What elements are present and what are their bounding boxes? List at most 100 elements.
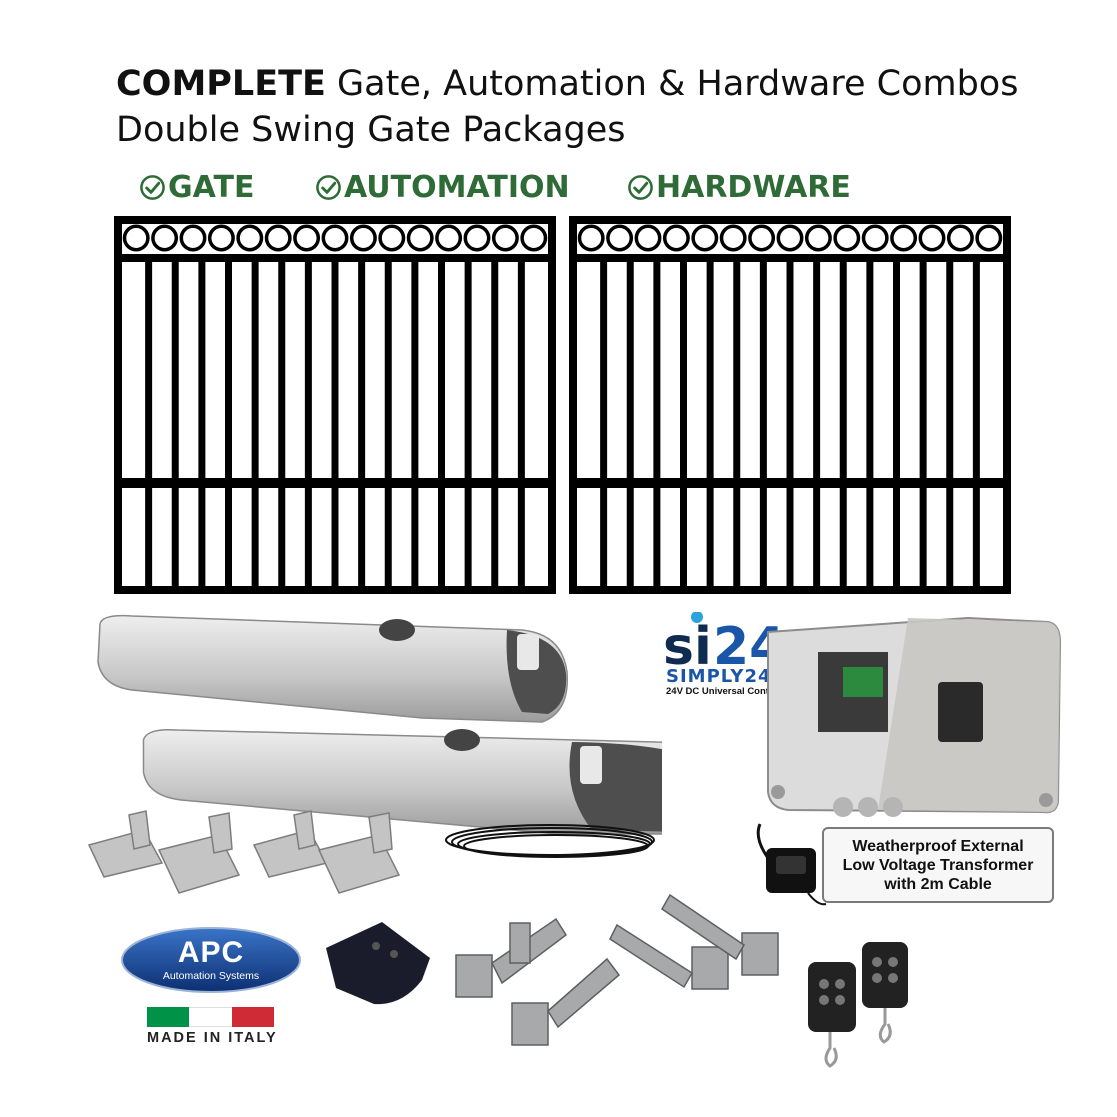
gate-bar: [626, 262, 634, 586]
subheadline: Double Swing Gate Packages: [116, 110, 626, 150]
italy-flag: [147, 1007, 274, 1027]
transformer-label-line: Low Voltage Transformer: [842, 856, 1034, 874]
check-label: AUTOMATION: [344, 170, 570, 205]
flag-white: [189, 1007, 232, 1027]
gate-bar: [919, 262, 927, 586]
gate-hinges: [455, 893, 779, 1046]
remote-right: [862, 942, 908, 1044]
check-gate: GATE: [139, 170, 254, 205]
gate-ring: [236, 224, 264, 252]
apc-logo-text: APC: [177, 936, 245, 969]
transformer-label: Weatherproof External Low Voltage Transf…: [822, 827, 1054, 903]
gate-ring: [804, 224, 832, 252]
gate-ring: [264, 224, 292, 252]
gate-bar: [839, 262, 847, 586]
gate-bar: [813, 262, 821, 586]
gate-bar: [464, 262, 472, 586]
gate-bar: [411, 262, 419, 586]
gate-bar: [517, 262, 525, 586]
control-board-name: SIMPLY24: [666, 666, 772, 687]
gate-ring: [719, 224, 747, 252]
mounting-brackets: [87, 810, 401, 894]
gate-ring: [691, 224, 719, 252]
control-board-caption: 24V DC Universal Control Board: [666, 686, 812, 697]
check-label: HARDWARE: [656, 170, 851, 205]
check-label: GATE: [168, 170, 255, 205]
gate-ring: [491, 224, 519, 252]
check-hardware: HARDWARE: [627, 170, 851, 205]
gate-ring: [293, 224, 321, 252]
check-circle-icon: [316, 175, 341, 200]
gate-bar: [653, 262, 661, 586]
gate-ring: [122, 224, 150, 252]
gate-ring: [321, 224, 349, 252]
gate-bar: [304, 262, 312, 586]
gate-bar: [786, 262, 794, 586]
gate-bar: [680, 262, 687, 586]
gate-bar: [706, 262, 714, 586]
apc-logo-subtext: Automation Systems: [162, 970, 260, 982]
transformer-label-line: with 2m Cable: [884, 875, 992, 893]
gate-bar: [972, 262, 980, 586]
gate-ring: [861, 224, 889, 252]
gate-ring: [918, 224, 946, 252]
gate-bar: [278, 262, 286, 586]
gate-bar: [225, 262, 232, 586]
gate-opener-upper: [97, 614, 569, 723]
gate-ring: [662, 224, 690, 252]
gate-bar: [358, 262, 366, 586]
gate-bar: [491, 262, 499, 586]
gate-ring: [634, 224, 662, 252]
gate-ring: [975, 224, 1003, 252]
gate-bar: [759, 262, 767, 586]
gate-bar: [384, 262, 392, 586]
remote-controls: [808, 942, 908, 1068]
gate-bar: [866, 262, 874, 586]
gate-ring: [577, 224, 605, 252]
gate-ring: [349, 224, 377, 252]
gate-ring: [520, 224, 548, 252]
gate-bar: [946, 262, 954, 586]
gate-ring: [946, 224, 974, 252]
gate-bar: [893, 262, 900, 586]
cable-coil: [445, 824, 655, 858]
check-circle-icon: [140, 175, 165, 200]
gate-ring: [207, 224, 235, 252]
gate-bar: [331, 262, 339, 586]
gate-ring: [151, 224, 179, 252]
gate-ring: [776, 224, 804, 252]
gate-opener-lower: [142, 728, 662, 835]
gate-ring: [463, 224, 491, 252]
transformer: [756, 823, 827, 906]
gate-ring: [406, 224, 434, 252]
svg-text:si: si: [663, 617, 712, 677]
gate-bar: [198, 262, 206, 586]
gate-ring: [890, 224, 918, 252]
gate-leaf-right: [569, 216, 1011, 594]
gate-bar: [438, 262, 445, 586]
gate-stop: [326, 922, 430, 1005]
remote-left: [808, 962, 856, 1068]
gate-ring: [435, 224, 463, 252]
gate-bar: [251, 262, 259, 586]
gate-bar: [733, 262, 741, 586]
gate-ring: [179, 224, 207, 252]
gate-ring: [833, 224, 861, 252]
made-in-italy: MADE IN ITALY: [147, 1030, 278, 1046]
flag-red: [231, 1007, 274, 1027]
headline-bold: COMPLETE: [116, 64, 326, 104]
apc-logo: [121, 927, 301, 993]
flag-green: [147, 1007, 190, 1027]
check-circle-icon: [628, 175, 653, 200]
gate-leaf-left: [114, 216, 556, 594]
headline: COMPLETE Gate, Automation & Hardware Com…: [116, 62, 1018, 106]
gate-bar: [171, 262, 179, 586]
transformer-label-line: Weatherproof External: [852, 837, 1024, 855]
gate-ring: [378, 224, 406, 252]
gate-ring: [606, 224, 634, 252]
headline-rest: Gate, Automation & Hardware Combos: [325, 64, 1019, 104]
gate-opener-motors: [97, 614, 662, 858]
check-automation: AUTOMATION: [315, 170, 570, 205]
gate-bar: [600, 262, 608, 586]
